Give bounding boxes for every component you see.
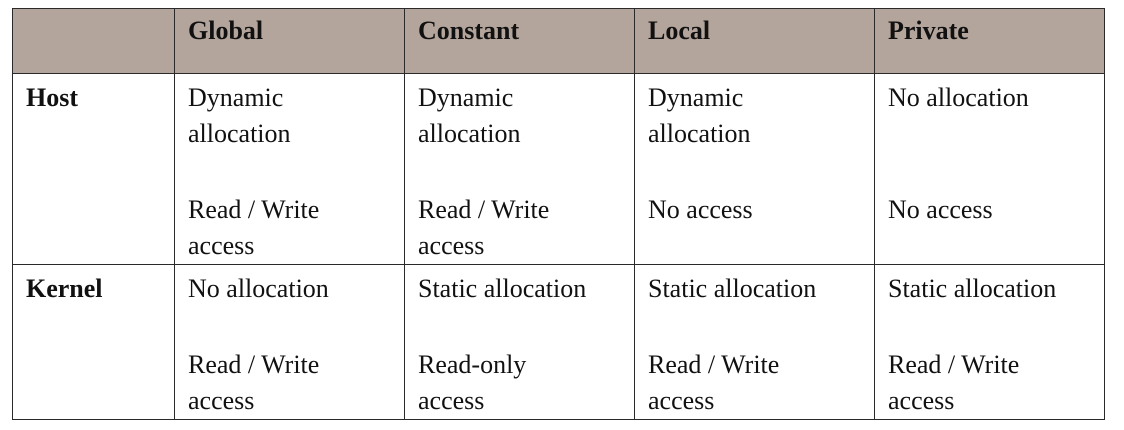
header-corner-cell [12, 8, 175, 74]
header-global: Global [174, 8, 405, 74]
table-header: Global Constant Local Private [12, 8, 1105, 74]
cell-allocation: No allocation [888, 83, 1029, 112]
header-row: Global Constant Local Private [12, 8, 1105, 74]
cell-access: Read / Write access [888, 350, 1020, 415]
cell-access: Read / Write access [188, 195, 320, 260]
header-private: Private [874, 8, 1105, 74]
table-body: Host Dynamic allocation Read / Write acc… [12, 73, 1105, 420]
row-label-kernel: Kernel [12, 264, 175, 420]
cell-kernel-constant: Static allocation Read-only access [404, 264, 635, 420]
cell-access: Read / Write access [188, 350, 320, 415]
cell-host-constant: Dynamic allocation Read / Write access [404, 73, 635, 265]
cell-allocation: Static allocation [648, 274, 817, 303]
cell-allocation: No allocation [188, 274, 329, 303]
cell-allocation: Static allocation [418, 274, 587, 303]
cell-access: No access [648, 195, 753, 224]
cell-kernel-private: Static allocation Read / Write access [874, 264, 1105, 420]
cell-access: Read-only access [418, 350, 527, 415]
row-label-host: Host [12, 73, 175, 265]
cell-access: Read / Write access [648, 350, 780, 415]
cell-kernel-global: No allocation Read / Write access [174, 264, 405, 420]
memory-access-table: Global Constant Local Private Host Dynam… [12, 8, 1105, 420]
cell-allocation: Dynamic allocation [418, 83, 521, 148]
header-constant: Constant [404, 8, 635, 74]
cell-access: Read / Write access [418, 195, 550, 260]
cell-allocation: Static allocation [888, 274, 1057, 303]
cell-host-local: Dynamic allocation No access [634, 73, 875, 265]
table-row-host: Host Dynamic allocation Read / Write acc… [12, 73, 1105, 265]
table-row-kernel: Kernel No allocation Read / Write access… [12, 264, 1105, 420]
cell-host-private: No allocation No access [874, 73, 1105, 265]
header-local: Local [634, 8, 875, 74]
cell-kernel-local: Static allocation Read / Write access [634, 264, 875, 420]
cell-allocation: Dynamic allocation [648, 83, 751, 148]
cell-host-global: Dynamic allocation Read / Write access [174, 73, 405, 265]
cell-access: No access [888, 195, 993, 224]
cell-allocation: Dynamic allocation [188, 83, 291, 148]
